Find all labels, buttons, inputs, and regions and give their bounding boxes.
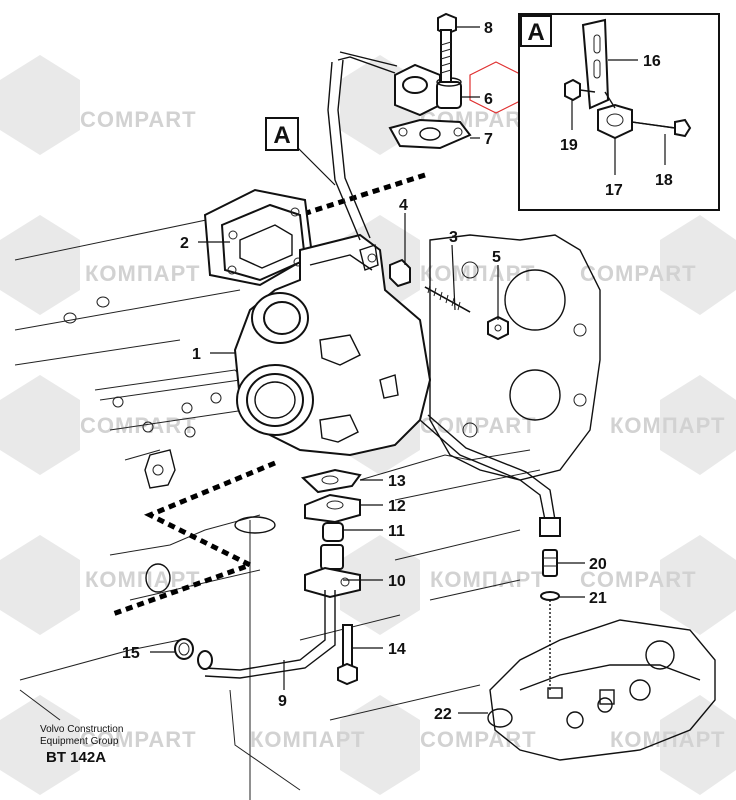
detail-box-a: A: [518, 13, 720, 211]
callout-22: 22: [434, 706, 452, 723]
watermark-text: COMPART: [80, 727, 197, 752]
footer: Volvo Construction Equipment Group BT 14…: [40, 724, 123, 766]
part-3-stud: [424, 284, 471, 313]
oil-feed-pipe: [327, 51, 398, 241]
callout-9: 9: [278, 693, 287, 710]
callout-16: 16: [643, 53, 661, 70]
watermark-text: COMPART: [80, 107, 197, 132]
part-7-flange-gasket: [388, 118, 472, 150]
part-21-washer: [540, 591, 560, 601]
watermark-text: COMPART: [420, 727, 537, 752]
part-6-banjo: [394, 63, 462, 117]
part-9-drain-hose: [197, 590, 336, 679]
watermark-text: КОМПАРТ: [610, 413, 725, 438]
highlight-hexagon: [469, 61, 523, 114]
part-4-spacer: [389, 258, 411, 288]
part-1-turbocharger: [233, 233, 432, 457]
reference-dash-lines: [109, 172, 426, 618]
part-15-clamp: [174, 638, 194, 660]
watermark-text: КОМПАРТ: [85, 567, 200, 592]
callout-15: 15: [122, 645, 140, 662]
part-8-bolt: [437, 12, 457, 83]
callout-19: 19: [560, 137, 578, 154]
part-20-adapter: [542, 549, 558, 577]
detail-reference-marker: A: [265, 117, 336, 186]
part-11-sleeve: [322, 522, 344, 542]
callout-11: 11: [388, 523, 405, 540]
callout-1: 1: [192, 346, 201, 363]
callout-5: 5: [492, 249, 501, 266]
oil-return-pipe: [419, 414, 561, 537]
watermark-text: КОМПАРТ: [430, 567, 545, 592]
detail-reference-label: A: [273, 122, 290, 149]
detail-box-label: A: [527, 19, 544, 46]
callout-numbers: 8 6 7 2 3 4 5 1 13 12 11 10 14 9 15 20 2…: [122, 20, 673, 723]
callout-17: 17: [605, 182, 623, 199]
part-13-gasket: [300, 468, 362, 494]
callout-21: 21: [589, 590, 607, 607]
part-10-pipe-flange: [304, 544, 361, 599]
part-12-flange: [304, 493, 361, 524]
footer-code: BT 142A: [46, 749, 106, 766]
part-2-gasket: [203, 188, 314, 287]
footer-company-line1: Volvo Construction: [40, 724, 123, 735]
callout-12: 12: [388, 498, 406, 515]
watermark-text: КОМПАРТ: [250, 727, 365, 752]
watermark-text: КОМПАРТ: [85, 261, 200, 286]
watermark-text: COMPART: [580, 567, 697, 592]
callout-3: 3: [449, 229, 458, 246]
callout-4: 4: [399, 197, 408, 214]
part-5-nut: [487, 315, 509, 341]
callout-20: 20: [589, 556, 607, 573]
callout-8: 8: [484, 20, 493, 37]
footer-company-line2: Equipment Group: [40, 736, 119, 747]
callout-14: 14: [388, 641, 406, 658]
callout-6: 6: [484, 91, 493, 108]
callout-18: 18: [655, 172, 673, 189]
callout-7: 7: [484, 131, 493, 148]
callout-leaders: [150, 26, 666, 714]
callout-2: 2: [180, 235, 189, 252]
watermark-text: COMPART: [580, 261, 697, 286]
callout-10: 10: [388, 573, 406, 590]
callout-13: 13: [388, 473, 406, 490]
part-14-bolt: [337, 624, 358, 686]
